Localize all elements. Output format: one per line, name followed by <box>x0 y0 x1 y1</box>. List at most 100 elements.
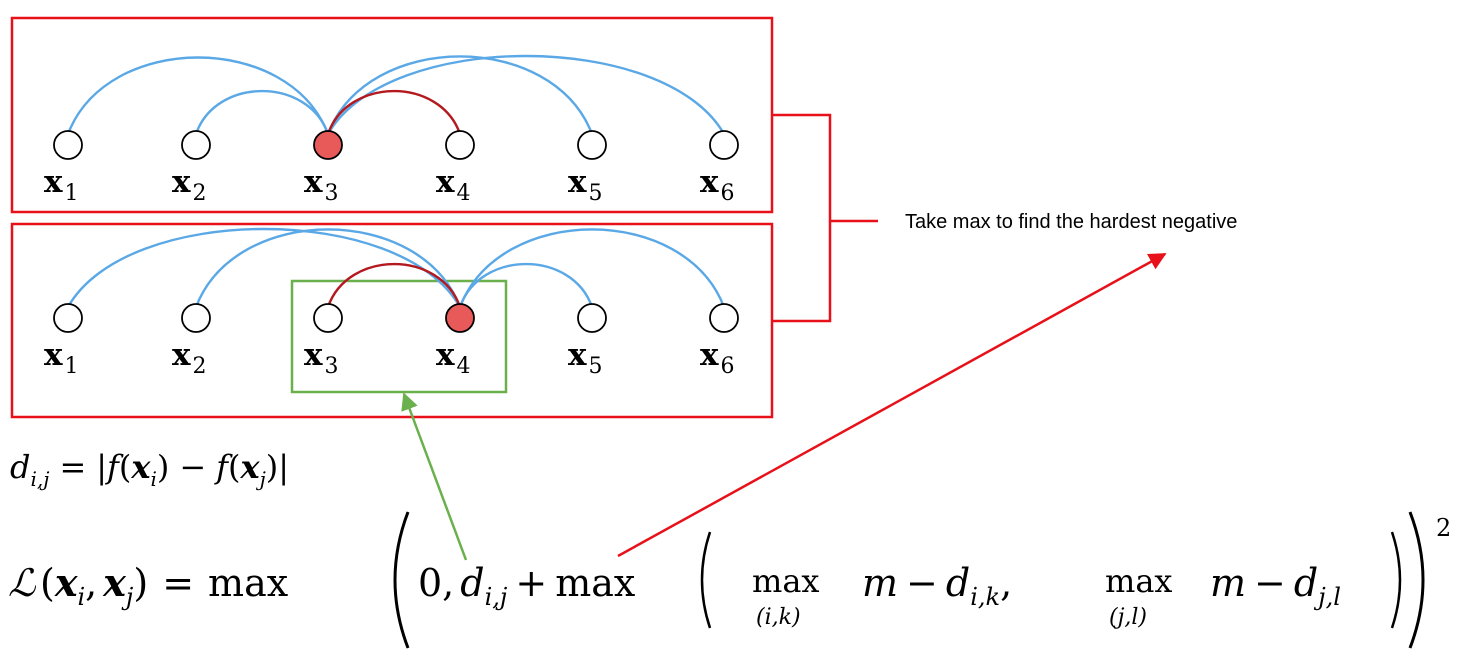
top-negative-edge-3-1 <box>66 56 330 135</box>
top-node-label-sub-1: 1 <box>64 181 78 206</box>
bottom-node-4 <box>445 303 475 333</box>
top-node-label-sub-5: 5 <box>588 181 602 206</box>
loss-max2-sub: (j,l) <box>1109 605 1147 630</box>
svg-text:di,j=|f(xi)−f(xj)|: di,j=|f(xi)−f(xj)| <box>10 448 289 491</box>
dist-eq: = <box>59 448 86 486</box>
dist-open-bar: | <box>96 448 107 486</box>
dist-arg1-sub: i <box>150 467 156 491</box>
top-node-6 <box>709 130 739 160</box>
top-node-4 <box>445 130 475 160</box>
loss-d-var: d <box>460 561 484 605</box>
loss-max1-sub: (i,k) <box>756 605 801 630</box>
dist-lhs-sub: i,j <box>30 467 49 491</box>
dist-arg2-var: x <box>239 448 260 486</box>
top-node-label-6: x6 <box>700 164 734 206</box>
bottom-node-label-sub-4: 4 <box>456 354 470 379</box>
loss-max1: max <box>752 562 819 600</box>
loss-eq: = <box>162 561 194 605</box>
loss-zero-term: 0, <box>418 561 454 605</box>
bottom-node-label-var-6: x <box>700 337 719 373</box>
bottom-node-label-var-5: x <box>568 337 587 373</box>
outer-open-paren <box>393 511 410 649</box>
loss-exponent: 2 <box>1436 514 1451 542</box>
top-negative-edge-3-5 <box>326 55 594 135</box>
bottom-node-label-var-4: x <box>436 337 455 373</box>
svg-text:m−dj,l: m−dj,l <box>1210 561 1341 611</box>
outer-close-paren <box>1408 511 1425 649</box>
green-arrow <box>401 392 468 561</box>
red-arrow <box>617 252 1167 558</box>
bottom-node-label-var-1: x <box>44 337 63 373</box>
bottom-negative-edge-4-2 <box>194 228 462 308</box>
top-negative-edge-3-6 <box>326 54 726 135</box>
bottom-node-label-2: x2 <box>172 337 206 379</box>
bottom-node-2 <box>181 303 211 333</box>
top-node-5 <box>577 130 607 160</box>
loss-lhs-arg1-sub: i <box>77 583 85 611</box>
loss-term1-d-sub: i,k <box>970 583 1000 611</box>
distance-formula: di,j=|f(xi)−f(xj)| <box>10 448 289 491</box>
bottom-panel-edges <box>66 227 726 308</box>
bottom-node-label-sub-1: 1 <box>64 354 78 379</box>
bottom-node-label-5: x5 <box>568 337 602 379</box>
loss-max-inner: max <box>555 561 635 605</box>
top-node-2 <box>181 130 211 160</box>
dist-arg1-var: x <box>130 448 151 486</box>
loss-term1-d: d <box>946 561 970 605</box>
top-node-label-sub-4: 4 <box>456 181 470 206</box>
top-panel-border <box>10 16 774 214</box>
bottom-node-6 <box>709 303 739 333</box>
loss-term2-m: m <box>1210 561 1246 605</box>
dist-minus: − <box>179 448 206 486</box>
bottom-node-label-3: x3 <box>304 337 338 379</box>
bottom-node-label-6: x6 <box>700 337 734 379</box>
top-node-label-var-5: x <box>568 164 587 200</box>
top-node-label-sub-3: 3 <box>324 181 338 206</box>
loss-max-outer: max <box>208 561 288 605</box>
bottom-positive-edge-3-4 <box>326 263 462 308</box>
bottom-node-label-sub-3: 3 <box>324 354 338 379</box>
bottom-node-label-var-3: x <box>304 337 323 373</box>
top-node-label-5: x5 <box>568 164 602 206</box>
top-node-label-3: x3 <box>304 164 338 206</box>
loss-lhs-open: ( <box>40 561 55 605</box>
top-node-label-2: x2 <box>172 164 206 206</box>
top-negative-edge-3-2 <box>194 90 330 135</box>
loss-lhs-arg2: x <box>102 560 127 605</box>
bottom-node-label-sub-2: 2 <box>192 354 206 379</box>
dist-arg2-sub: j <box>256 467 266 491</box>
loss-lhs-func: ℒ <box>8 561 37 605</box>
loss-formula: ℒ (xi,xj)=max 0,di,j+max max (i,k) m−di,… <box>8 511 1451 649</box>
loss-lhs-arg1: x <box>54 560 79 605</box>
annotation-text: Take max to find the hardest negative <box>905 211 1237 233</box>
top-node-label-sub-6: 6 <box>720 181 734 206</box>
loss-term1-m: m <box>862 561 898 605</box>
top-node-label-sub-2: 2 <box>192 181 206 206</box>
bottom-node-label-var-2: x <box>172 337 191 373</box>
svg-text:0,di,j+max: 0,di,j+max <box>418 561 635 611</box>
loss-term2-d: d <box>1294 561 1318 605</box>
loss-max2: max <box>1105 562 1172 600</box>
bottom-node-label-4: x4 <box>436 337 470 379</box>
top-node-label-1: x1 <box>44 164 78 206</box>
svg-text:(xi,xj)=max: (xi,xj)=max <box>40 560 288 611</box>
svg-text:m−di,k,: m−di,k, <box>862 561 1012 611</box>
top-node-label-var-2: x <box>172 164 191 200</box>
top-node-label-var-6: x <box>700 164 719 200</box>
loss-d-sub: i,j <box>485 583 508 611</box>
bottom-negative-edge-4-5 <box>458 263 594 308</box>
top-node-1 <box>53 130 83 160</box>
loss-term-comma: , <box>1000 561 1012 605</box>
top-node-label-var-1: x <box>44 164 63 200</box>
loss-lhs-close: ) <box>133 561 148 605</box>
bottom-node-3 <box>313 303 343 333</box>
pair-box <box>290 279 508 394</box>
bottom-node-5 <box>577 303 607 333</box>
top-positive-edge-3-4 <box>326 90 462 135</box>
loss-lhs-comma: , <box>85 561 97 605</box>
inner-close-paren <box>1390 531 1402 629</box>
bottom-node-label-sub-6: 6 <box>720 354 734 379</box>
